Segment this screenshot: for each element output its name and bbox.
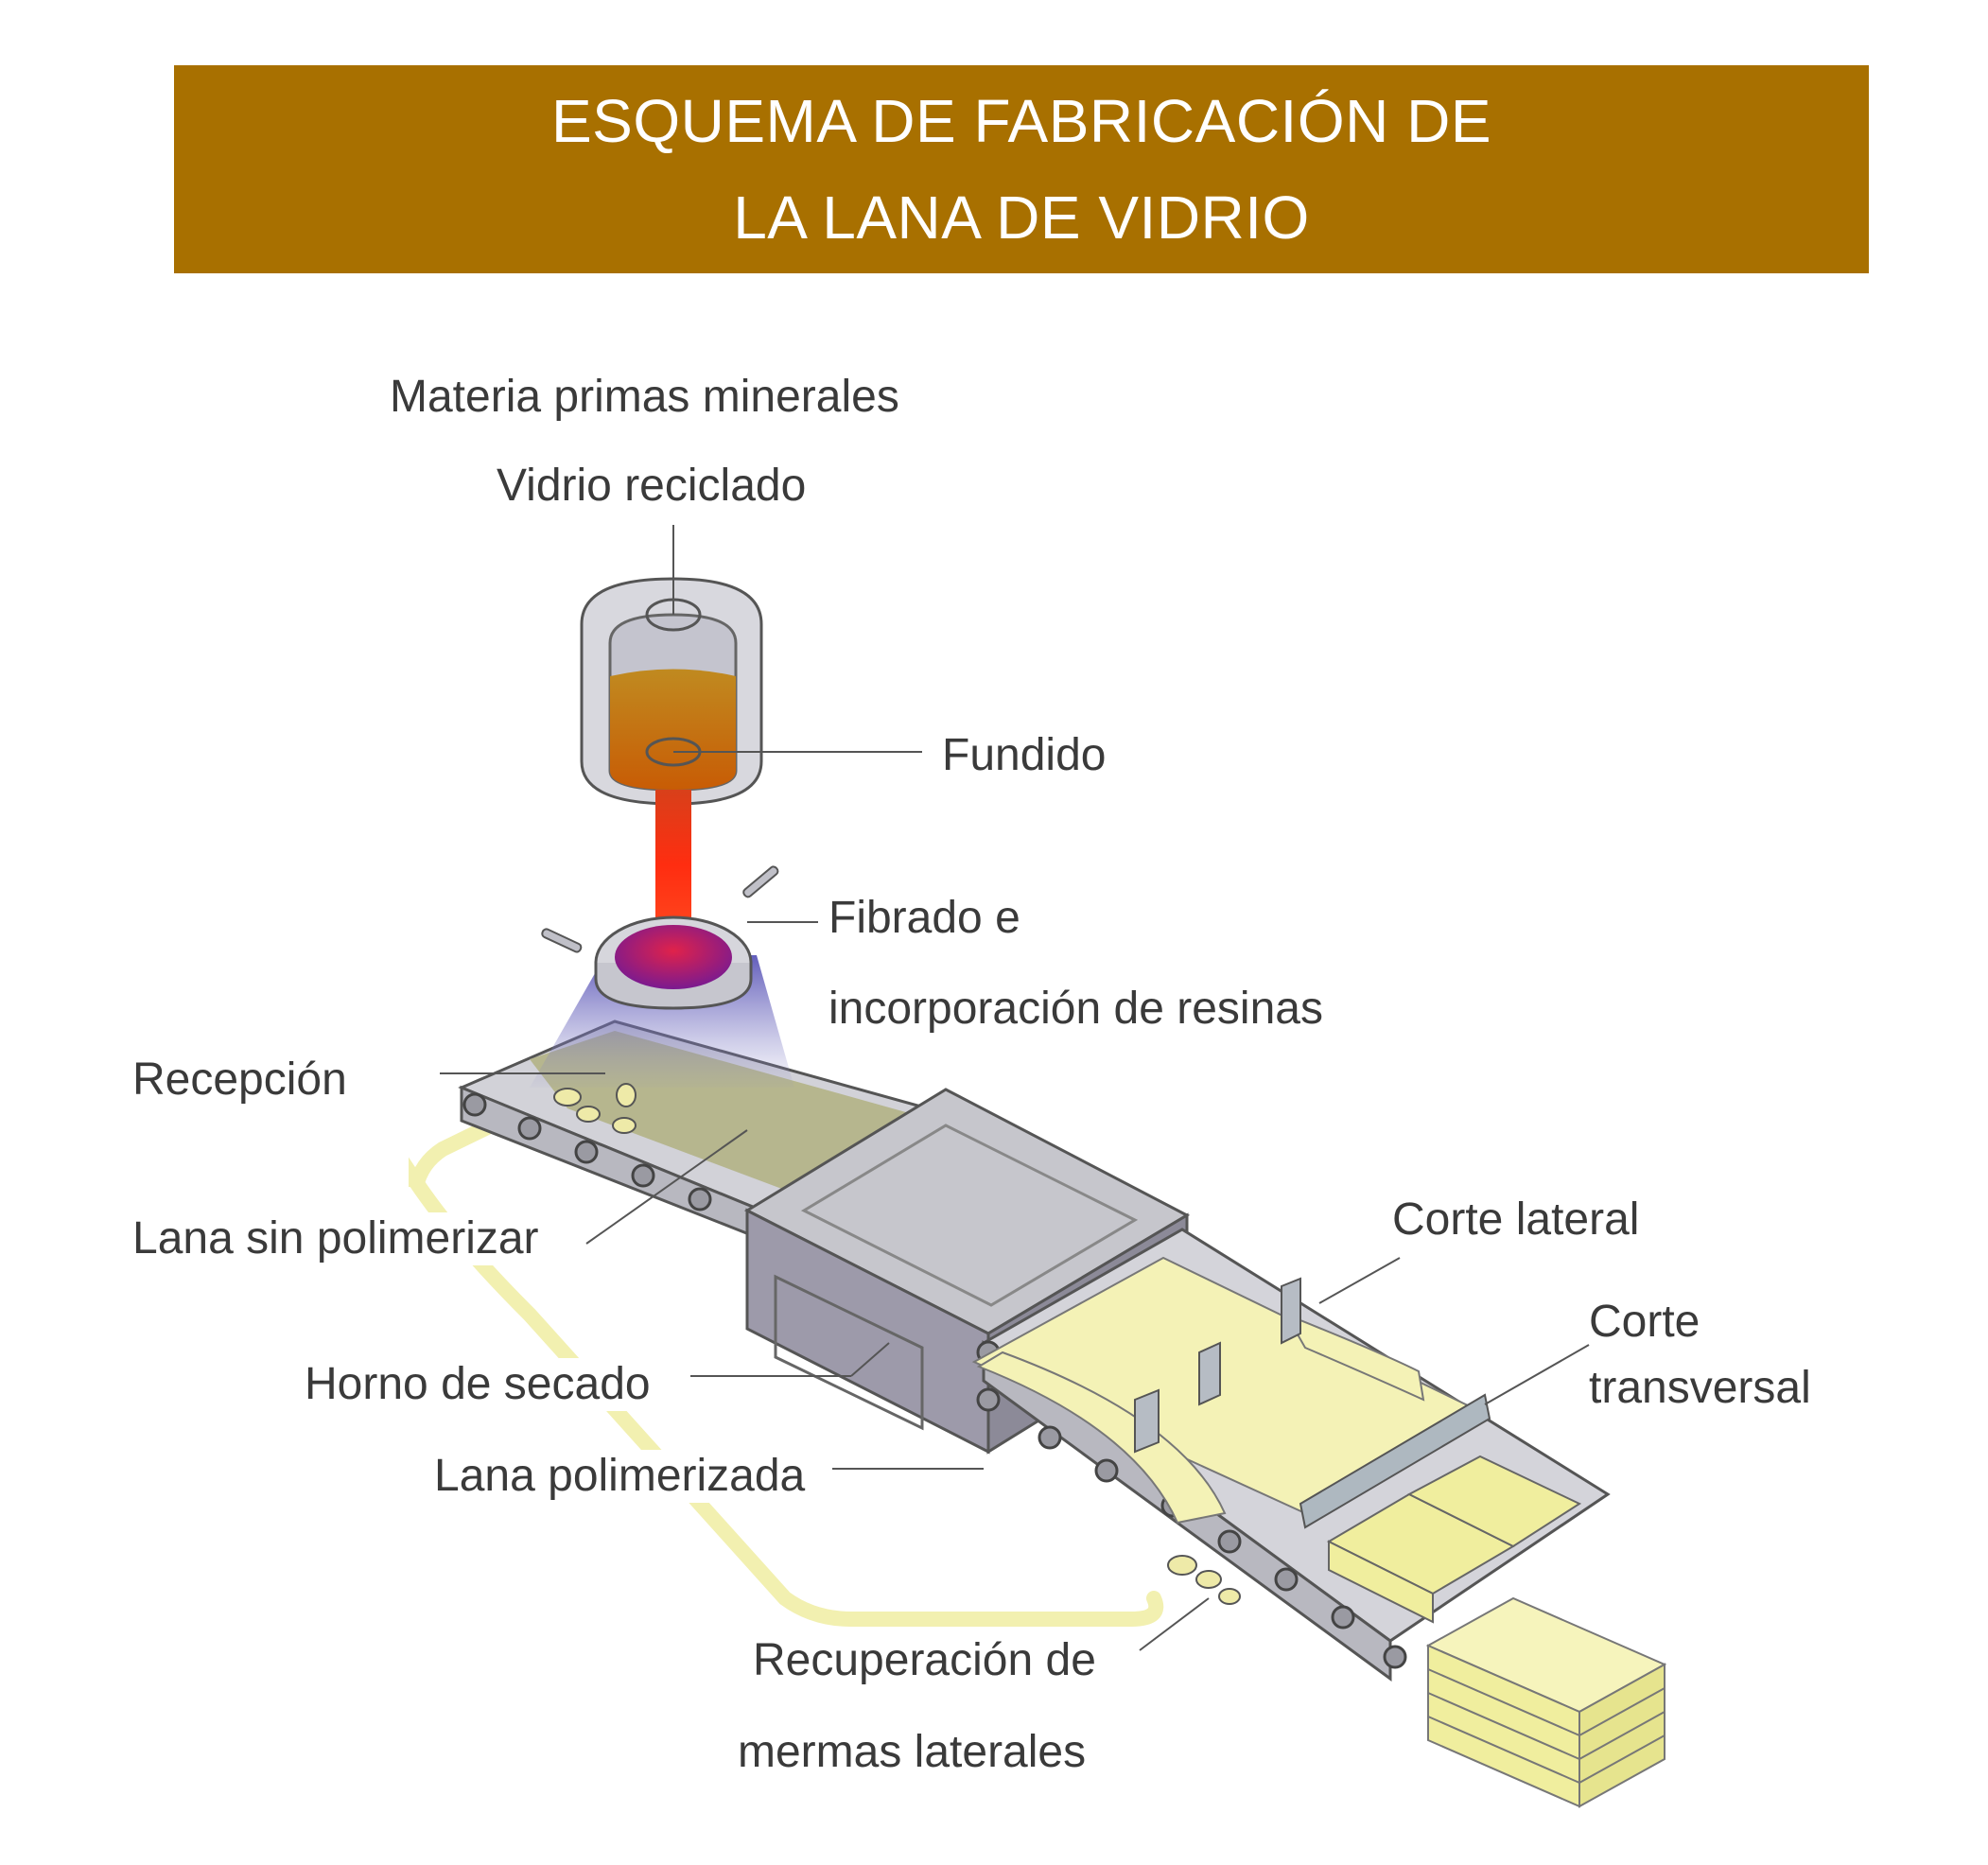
molten-stream — [655, 790, 691, 941]
conveyor-right-rollers — [976, 1340, 1407, 1669]
label-vidrio-reciclado: Vidrio reciclado — [497, 461, 807, 511]
side-cutters — [1134, 1277, 1301, 1454]
label-lana-polimerizada: Lana polimerizada — [434, 1450, 811, 1503]
transversal-blade — [1299, 1393, 1491, 1529]
cut-blocks — [1326, 1455, 1582, 1624]
label-fibrado-line-1: Fibrado e — [828, 893, 1020, 943]
title-line-2: LA LANA DE VIDRIO — [733, 183, 1310, 252]
title-line-1: ESQUEMA DE FABRICACIÓN DE — [550, 87, 1492, 155]
label-corte-line-2: transversal — [1589, 1363, 1811, 1413]
label-corte-line-1: Corte — [1589, 1297, 1700, 1347]
label-corte-lateral: Corte lateral — [1392, 1194, 1640, 1245]
label-recuperacion-line-2: mermas laterales — [738, 1727, 1087, 1777]
label-recuperacion-line-1: Recuperación de — [749, 1634, 1100, 1687]
label-fibrado-line-2: incorporación de resinas — [828, 984, 1323, 1034]
melting-furnace — [580, 577, 763, 806]
recycling-loop — [409, 1108, 1164, 1627]
title-banner: ESQUEMA DE FABRICACIÓN DE LA LANA DE VID… — [174, 65, 1869, 273]
label-materias-primas: Materia primas minerales — [390, 372, 899, 422]
conveyor-left-rollers — [462, 1092, 712, 1211]
label-recepcion: Recepción — [132, 1055, 347, 1105]
label-lana-sin-polimerizar: Lana sin polimerizar — [132, 1212, 545, 1265]
fibering-disc — [541, 865, 779, 1010]
stacked-blocks — [1425, 1596, 1667, 1808]
cured-wool-sheet — [971, 1256, 1478, 1525]
leader-lines — [440, 525, 1590, 1651]
label-horno-de-secado: Horno de secado — [305, 1358, 656, 1411]
scrap-pieces — [553, 1083, 1241, 1605]
label-fundido: Fundido — [942, 730, 1107, 780]
